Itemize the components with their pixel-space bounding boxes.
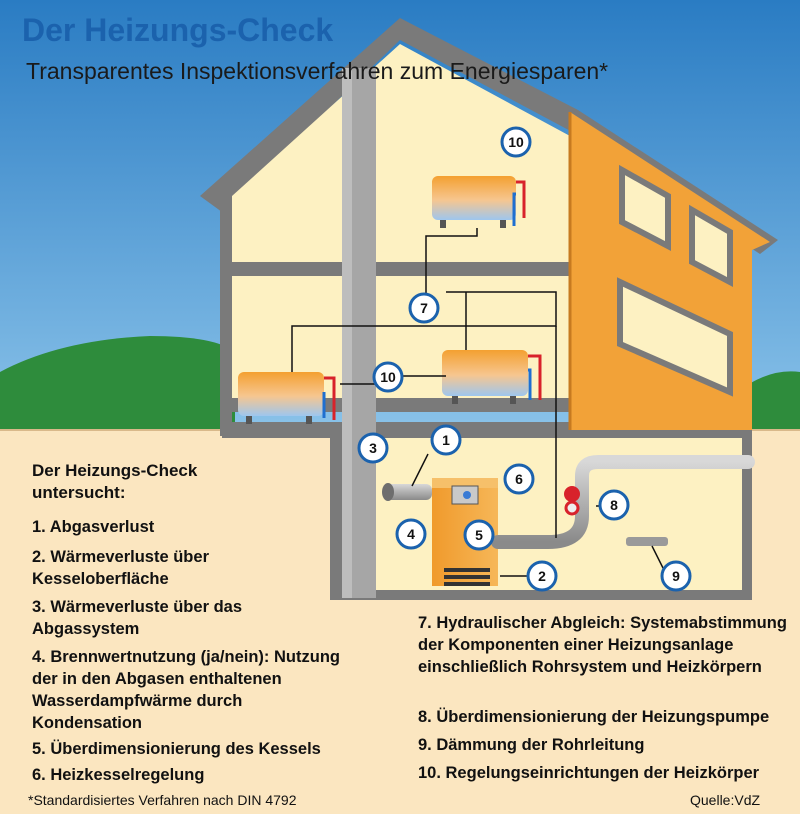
list-item-9: 9. Dämmung der Rohrleitung (418, 736, 645, 754)
leader-lines (291, 228, 665, 577)
list-item-4: 4. Brennwertnutzung (ja/nein): Nutzung d… (32, 648, 340, 732)
badge-5: 5 (463, 519, 495, 551)
window-upper-left (619, 164, 671, 251)
badge-label: 6 (515, 471, 523, 487)
badge-label: 4 (407, 526, 415, 542)
list-item-10: 10. Regelungseinrichtungen der Heizkörpe… (418, 764, 760, 782)
radiator-left (238, 372, 336, 424)
badge-2: 2 (526, 560, 558, 592)
list-title: Der Heizungs-Check untersucht: (32, 461, 198, 502)
badge-8: 8 (598, 489, 630, 521)
page-subtitle: Transparentes Inspektionsverfahren zum E… (26, 58, 609, 84)
badge-label: 10 (380, 369, 396, 385)
list-item-8: 8. Überdimensionierung der Heizungspumpe (418, 708, 770, 726)
list-item-1: 1. Abgasverlust (32, 518, 155, 536)
badge-10: 10 (372, 361, 404, 393)
badge-label: 8 (610, 497, 618, 513)
badge-3: 3 (357, 432, 389, 464)
window-lower (617, 277, 733, 397)
badge-label: 9 (672, 568, 680, 584)
pump-valve (564, 486, 580, 516)
badge-4: 4 (395, 518, 427, 550)
badge-1: 1 (430, 424, 462, 456)
list-item-6: 6. Heizkesselregelung (32, 766, 205, 784)
badge-label: 10 (508, 134, 524, 150)
badge-label: 7 (420, 300, 428, 316)
badge-6: 6 (503, 463, 535, 495)
badge-label: 5 (475, 527, 483, 543)
radiator-right (442, 350, 542, 404)
hill-right (740, 371, 800, 440)
badge-label: 1 (442, 432, 450, 448)
list-item-5: 5. Überdimensionierung des Kessels (32, 740, 321, 758)
radiator-attic (432, 176, 526, 228)
window-upper-right (689, 204, 733, 287)
page-title: Der Heizungs-Check (22, 12, 334, 48)
footnote: *Standardisiertes Verfahren nach DIN 479… (28, 792, 297, 808)
badge-label: 2 (538, 568, 546, 584)
badge-9: 9 (660, 560, 692, 592)
source-credit: Quelle:VdZ (690, 792, 761, 808)
list-item-2: 2. Wärmeverluste über Kesseloberfläche (32, 548, 209, 588)
badge-7: 7 (408, 292, 440, 324)
number-badges: 1 2 3 4 5 6 7 8 9 10 10 (357, 126, 692, 592)
badge-10: 10 (500, 126, 532, 158)
hill-left (0, 336, 235, 440)
badge-label: 3 (369, 440, 377, 456)
list-item-7: 7. Hydraulischer Abgleich: Systemabstimm… (418, 614, 787, 676)
list-item-3: 3. Wärmeverluste über das Abgassystem (32, 598, 243, 638)
